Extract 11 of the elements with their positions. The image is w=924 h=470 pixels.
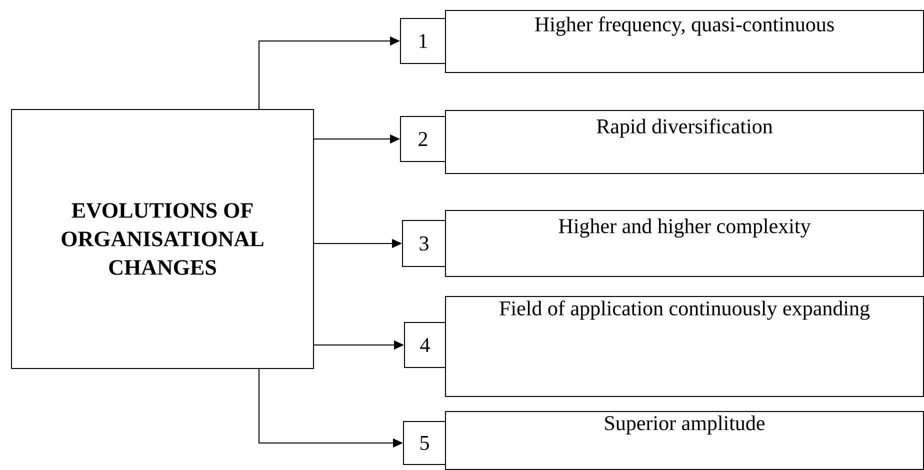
number-box: 5	[403, 421, 446, 465]
number-box: 1	[400, 18, 446, 64]
item-box: Field of application continuously expanding	[445, 296, 924, 397]
item-box: Rapid diversification	[445, 110, 924, 174]
item-box: Higher frequency, quasi-continuous	[445, 10, 924, 73]
number-box: 3	[402, 220, 446, 267]
number-box: 2	[400, 116, 446, 162]
topic-box: EVOLUTIONS OF ORGANISATIONAL CHANGES	[11, 109, 314, 369]
item-box: Higher and higher complexity	[445, 210, 924, 277]
item-box: Superior amplitude	[445, 411, 924, 470]
number-box: 4	[404, 322, 446, 368]
